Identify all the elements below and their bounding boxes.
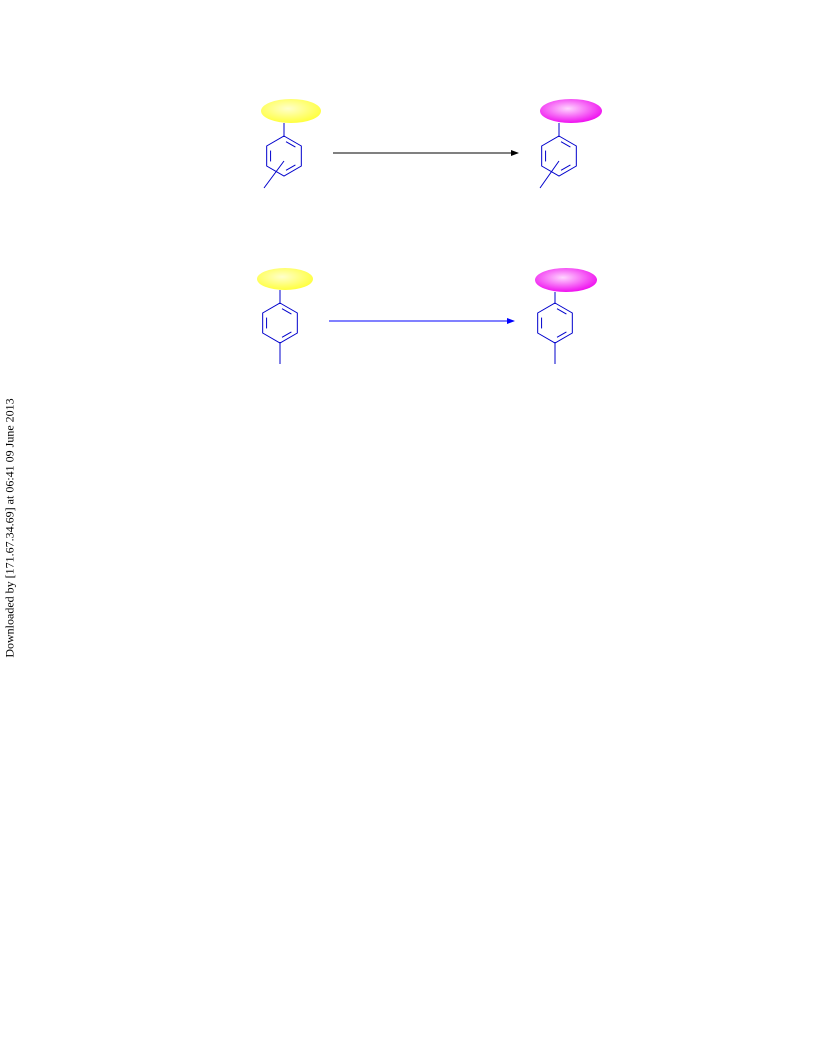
reactant-1-support-blob: [261, 99, 321, 123]
product-1-benzene-ring: [541, 135, 577, 177]
ring-double-bond-2: [281, 331, 292, 338]
ring-double-bond-2: [560, 164, 571, 171]
ring-double-bond-1: [281, 308, 292, 315]
download-watermark: Downloaded by [171.67.34.69] at 06:41 09…: [2, 398, 17, 658]
reactant-1: [261, 99, 321, 189]
ring-outline: [537, 302, 573, 344]
ring-outline: [541, 135, 577, 177]
reactant-2: [257, 268, 313, 364]
ring-double-bond-2: [285, 164, 296, 171]
product-2: [535, 268, 597, 364]
reaction-2: [257, 268, 597, 364]
reactant-2-benzene-ring: [262, 302, 298, 344]
ring-double-bond-1: [560, 141, 571, 148]
reactant-1-substituent-bond: [263, 160, 285, 189]
product-2-support-blob: [535, 268, 597, 292]
ring-double-bond-1: [285, 141, 296, 148]
reactant-2-support-blob: [257, 268, 313, 290]
ring-outline: [262, 302, 298, 344]
product-1-support-blob: [540, 99, 602, 123]
product-2-benzene-ring: [537, 302, 573, 344]
product-1-substituent-bond: [539, 160, 560, 189]
ring-double-bond-2: [556, 331, 567, 338]
ring-outline: [266, 135, 302, 177]
ring-double-bond-1: [556, 308, 567, 315]
reactant-1-benzene-ring: [266, 135, 302, 177]
product-1: [539, 99, 602, 189]
reaction-1: [261, 99, 602, 189]
